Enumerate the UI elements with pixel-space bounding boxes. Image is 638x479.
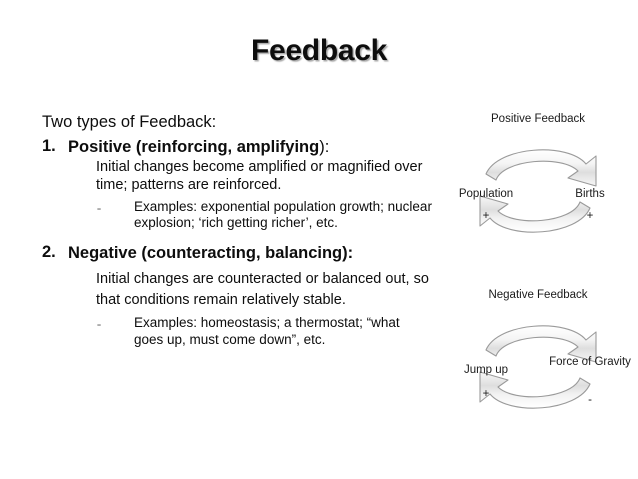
positive-loop-arrows [479, 149, 597, 233]
negative-loop-arrows [479, 325, 597, 409]
positive-feedback-loop: Population Births + + [438, 126, 638, 256]
list-heading-1-light: ): [319, 138, 330, 156]
list-body-1: Initial changes become amplified or magn… [96, 158, 423, 194]
curved-arrow-clockwise-bottom-icon [479, 371, 591, 409]
negative-feedback-loop: Jump up Force of Gravity + - [438, 302, 638, 432]
sub-bullet-1-text: Examples: exponential population growth;… [134, 198, 432, 231]
list-body-2: Initial changes are counteracted or bala… [96, 271, 429, 308]
curved-arrow-clockwise-bottom-icon [479, 195, 591, 233]
positive-loop-sign-left: + [482, 210, 490, 222]
sub-bullet-2: - Examples: homeostasis; a thermostat; “… [68, 315, 432, 348]
negative-loop-label-left: Jump up [463, 364, 509, 376]
negative-loop-sign-right: - [588, 394, 592, 406]
negative-loop-sign-left: + [482, 388, 490, 400]
lead-line: Two types of Feedback: [42, 113, 217, 131]
negative-feedback-title: Negative Feedback [488, 289, 588, 301]
spacer [42, 232, 432, 243]
list-heading-1: Positive (reinforcing, amplifying): [68, 137, 432, 158]
list-marker-2: 2. [42, 242, 56, 261]
dash-bullet-icon: - [96, 317, 102, 331]
slide-body-text: Two types of Feedback: 1. Positive (rein… [42, 112, 432, 348]
list-marker-1: 1. [42, 137, 56, 155]
positive-loop-label-right: Births [575, 188, 605, 200]
curved-arrow-clockwise-top-icon [485, 325, 597, 363]
positive-loop-label-left: Population [458, 188, 514, 200]
positive-feedback-title: Positive Feedback [491, 113, 585, 125]
dash-bullet-icon: - [96, 200, 102, 215]
positive-loop-sign-right: + [586, 210, 594, 222]
negative-loop-label-right: Force of Gravity [549, 356, 631, 368]
negative-feedback-diagram: Negative Feedback [438, 288, 638, 432]
list-heading-2-bold: Negative (counteracting, balancing): [68, 243, 354, 262]
list-item-1: 1. Positive (reinforcing, amplifying): I… [42, 137, 432, 232]
positive-feedback-diagram: Positive Feedback [438, 112, 638, 256]
curved-arrow-clockwise-top-icon [485, 149, 597, 187]
list-heading-2: Negative (counteracting, balancing): [68, 243, 432, 264]
sub-bullet-2-text: Examples: homeostasis; a thermostat; “wh… [134, 315, 400, 347]
sub-bullet-1: - Examples: exponential population growt… [68, 199, 432, 232]
list-item-2: 2. Negative (counteracting, balancing): … [42, 243, 432, 349]
page-title: Feedback [251, 34, 387, 67]
list-heading-1-bold: Positive (reinforcing, amplifying [68, 138, 320, 156]
